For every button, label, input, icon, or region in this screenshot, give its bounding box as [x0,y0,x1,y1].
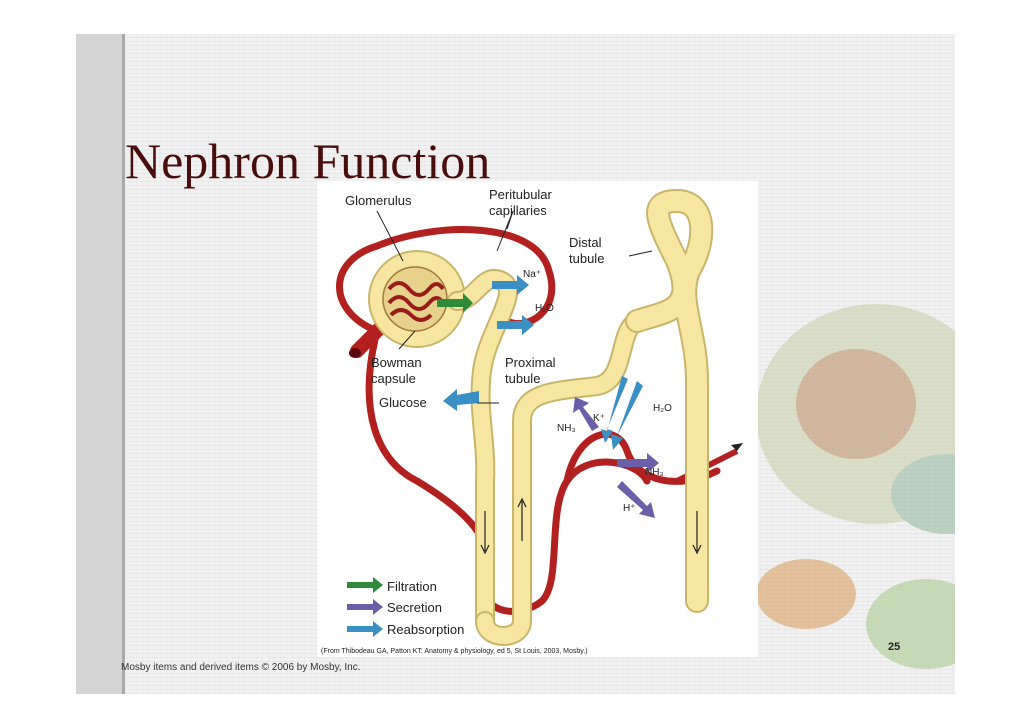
label-nh3-left: NH₃ [557,423,576,434]
cell-background-illustration [756,304,955,669]
loop-of-henle-fill [477,313,645,644]
leader-line [376,210,404,262]
secretion-arrow-nh3-right [617,453,659,473]
label-glomerulus: Glomerulus [345,193,412,208]
label-bowman-2: capsule [371,371,416,386]
label-k: K⁺ [593,413,605,424]
proximal-tubule-fill [449,271,516,629]
legend-secretion-icon [347,599,383,615]
label-proximal-1: Proximal [505,355,556,370]
label-peritubular-1: Peritubular [489,187,553,202]
reabsorption-arrow-na [492,275,529,295]
glomerulus-loops [387,281,445,322]
legend-filtration-icon [347,577,383,593]
leader-line [628,250,653,257]
arteriole-opening [349,348,361,358]
label-h2o-right: H₂O [653,403,672,414]
label-bowman-1: Bowman [371,355,422,370]
nephron-diagram: Glomerulus Peritubular capillaries Dista… [317,181,758,657]
slide-title: Nephron Function [125,133,491,189]
copyright-footer: Mosby items and derived items © 2006 by … [121,662,361,673]
filtration-arrow [437,293,473,313]
label-proximal-2: tubule [505,371,540,386]
reabsorption-arrow-h2o-distal [611,381,643,450]
reabsorption-arrow-k [601,376,628,443]
label-na: Na⁺ [523,269,541,280]
legend-filtration-label: Filtration [387,579,437,594]
secretion-arrow-nh3-left [573,397,599,431]
label-nh3-right: NH₃ [645,467,664,478]
label-peritubular-2: capillaries [489,203,547,218]
leader-line [398,330,416,350]
label-h2o-top: H₂O [535,303,554,314]
secretion-arrow-h [617,481,655,518]
distal-tubule-fill [627,190,712,611]
slide-left-bar-edge [122,34,125,694]
label-distal-2: tubule [569,251,604,266]
flow-arrow [517,497,527,541]
leader-line [496,210,514,252]
label-h: H⁺ [623,503,636,514]
legend-reabsorption-icon [347,621,383,637]
reabsorption-arrow-glucose [443,389,479,411]
peritubular-capillary [336,226,556,335]
flow-arrow [692,511,702,555]
slide: Nephron Function [76,34,955,694]
efferent-vessel-arrow [731,443,743,451]
label-distal-1: Distal [569,235,602,250]
legend-secretion-label: Secretion [387,600,442,615]
legend: Filtration Secretion Reabsorption [347,577,464,637]
legend-reabsorption-label: Reabsorption [387,622,464,637]
flow-arrow [480,511,490,555]
slide-left-bar [76,34,122,694]
label-glucose: Glucose [379,395,427,410]
reabsorption-arrow-h2o [497,315,534,335]
page-number: 25 [888,641,901,653]
citation: (From Thibodeau GA, Patton KT: Anatomy &… [321,648,588,655]
